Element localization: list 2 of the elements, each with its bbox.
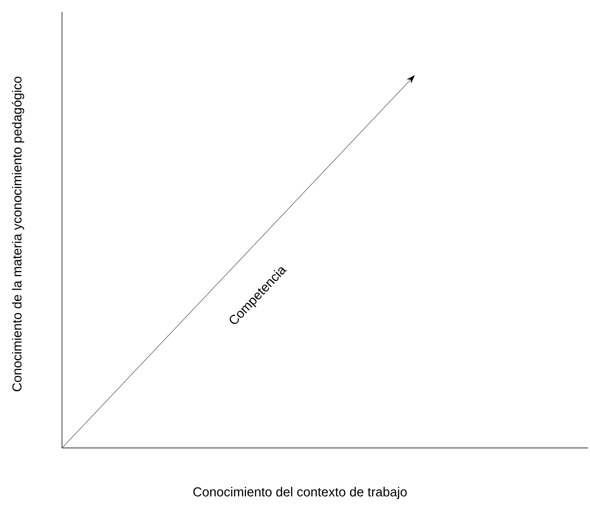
axis-label: Conocimiento de la materia yconocimiento pedagógico xyxy=(12,76,24,392)
axis-label: Conocimiento del contexto de trabajo xyxy=(193,486,407,500)
